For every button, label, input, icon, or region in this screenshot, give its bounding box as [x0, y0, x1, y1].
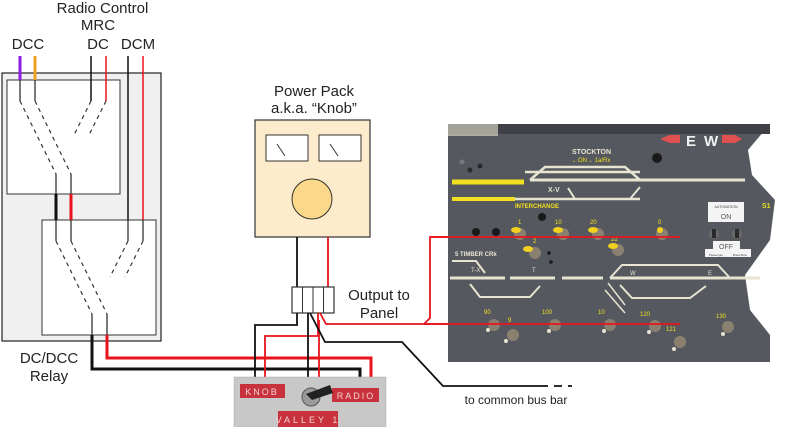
automation-toggle-branchline[interactable]	[732, 229, 742, 239]
relay-lower-contact	[55, 240, 93, 315]
meter-left-needle	[276, 143, 286, 157]
knob-wire-black	[254, 313, 298, 386]
toggle-switch[interactable]	[486, 319, 500, 332]
stockton-sub-label: ←ON→ 1a/Rx	[572, 158, 610, 164]
toggle-label: 10	[555, 220, 562, 226]
toggle-switch[interactable]	[547, 319, 561, 333]
radio-label-plate	[332, 388, 379, 402]
toggle-label: 2	[533, 239, 537, 245]
automation-control: AUTOMATION ON OFF Passenger Branchline S…	[705, 202, 771, 257]
passenger-label: Passenger	[709, 253, 723, 257]
xv-label: X-V	[548, 187, 560, 194]
automation-toggle-passenger[interactable]	[709, 229, 719, 239]
meter-right-needle	[329, 143, 339, 157]
dc-label: DC	[87, 36, 109, 53]
bus-bar-label: to common bus bar	[464, 393, 568, 407]
power-pack	[254, 119, 371, 238]
meter-right	[318, 134, 362, 162]
power-pack-label-line2: a.k.a. “Knob”	[271, 100, 357, 117]
toggle-label: 22	[611, 237, 618, 243]
interchange-label: INTERCHANGE	[515, 204, 559, 210]
relay-upper-contact	[19, 100, 57, 175]
toggle-label: 90	[484, 310, 491, 316]
relay-label-line1: DC/DCC	[19, 350, 79, 367]
knob-label: KNOB	[245, 387, 279, 397]
valley-label: VALLEY 1	[276, 415, 341, 425]
toggle-label: 20	[590, 220, 597, 226]
toggle-label: 120	[640, 312, 651, 318]
knob-wire-red	[264, 313, 319, 386]
panel-hole	[652, 153, 662, 163]
dcm-label: DCM	[120, 36, 156, 53]
automation-off-label: OFF	[719, 244, 733, 251]
toggle-switch[interactable]	[602, 319, 616, 333]
t-label: T	[532, 268, 536, 274]
toggle-label: 1	[518, 220, 522, 226]
relay-lower-block	[41, 219, 157, 336]
toggle-switch[interactable]	[608, 243, 624, 256]
toggle-row-bottom: 90 9 100 10 120 121 130	[484, 310, 734, 351]
output-label-line2: Panel	[359, 305, 399, 322]
arrow-left-icon	[660, 135, 680, 143]
timber-creek-label: 5 TIMBER CRk	[455, 252, 497, 258]
arrow-right-icon	[722, 135, 742, 143]
toggle-switch[interactable]	[523, 246, 541, 259]
toggle-label: 130	[716, 314, 727, 320]
power-pack-label-line1: Power Pack	[273, 83, 355, 100]
panel-direction-e: E	[686, 133, 696, 150]
automation-label-box	[708, 202, 744, 222]
relay-upper-block	[6, 79, 121, 195]
automation-on-label: ON	[721, 214, 732, 221]
panel-direction-w: W	[704, 133, 719, 150]
toggle-switch[interactable]	[647, 320, 661, 334]
bus-bar-wire	[309, 312, 540, 387]
valley-label-plate	[278, 411, 338, 427]
s1-label: S1	[762, 203, 771, 210]
toggle-label: 121	[666, 327, 677, 333]
selector-lever-icon[interactable]	[306, 385, 333, 400]
toggle-switch[interactable]	[672, 336, 686, 351]
relay-output-red	[105, 335, 373, 386]
toggle-label: 100	[542, 310, 553, 316]
toggle-label: 9	[508, 318, 512, 324]
toggle-label: 10	[598, 310, 605, 316]
dc-dcc-relay	[1, 56, 162, 342]
tx-label: T-X	[471, 268, 480, 274]
output-label-line1: Output to	[348, 287, 410, 304]
mrc-label: MRC	[80, 17, 116, 34]
knob-label-plate	[240, 384, 285, 398]
throttle-knob	[291, 178, 333, 220]
radio-label: RADIO	[337, 391, 376, 401]
toggle-switch[interactable]	[504, 329, 519, 343]
meter-left	[265, 134, 309, 162]
selector-switch-plate: KNOB RADIO VALLEY 1	[233, 376, 387, 428]
toggle-switch[interactable]	[721, 321, 734, 336]
automation-label: AUTOMATION	[714, 205, 737, 209]
panel-face	[448, 124, 775, 362]
branchline-label: Branchline	[733, 253, 748, 257]
e-label: E	[708, 271, 712, 277]
toggle-label: 0	[658, 220, 662, 226]
control-panel-photo: E W STOCKTON ←ON→ 1a/Rx X-V INTERCHANGE …	[448, 124, 775, 362]
output-terminal-strip	[291, 286, 335, 314]
dcc-label: DCC	[11, 36, 45, 53]
stockton-label: STOCKTON	[572, 149, 611, 156]
w-label: W	[630, 271, 636, 277]
toggle-row-mid: 2 22	[523, 237, 624, 264]
radio-control-label: Radio Control	[56, 0, 149, 17]
relay-label-line2: Relay	[29, 368, 69, 385]
